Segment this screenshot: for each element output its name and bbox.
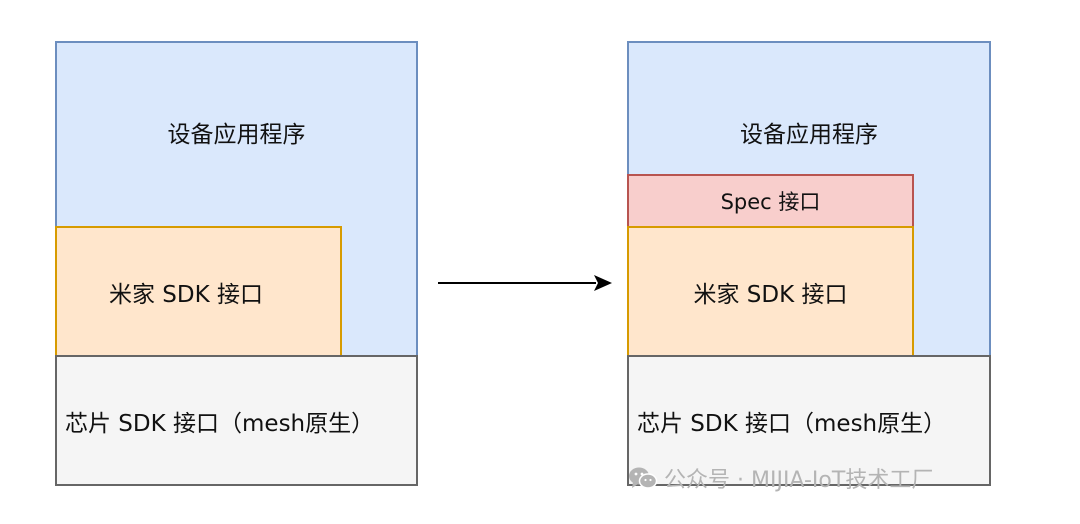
transition-arrow	[438, 275, 612, 291]
right-chip-sdk-block: 芯片 SDK 接口（mesh原生）	[627, 355, 991, 486]
right-mijia-sdk-block: 米家 SDK 接口	[627, 226, 914, 357]
right-spec-interface-label: Spec 接口	[720, 190, 821, 214]
arrow-head	[594, 275, 612, 291]
right-chip-sdk-label: 芯片 SDK 接口（mesh原生）	[637, 410, 947, 437]
right-device-app-label: 设备应用程序	[740, 122, 878, 148]
watermark: 公众号 · MIJIA-IoT技术工厂	[628, 462, 933, 494]
right-spec-interface-block: Spec 接口	[627, 174, 914, 228]
left-mijia-sdk-label: 米家 SDK 接口	[109, 281, 264, 308]
left-chip-sdk-label: 芯片 SDK 接口（mesh原生）	[65, 410, 375, 437]
wechat-icon	[629, 467, 658, 489]
left-device-app-label: 设备应用程序	[167, 122, 306, 148]
left-mijia-sdk-block: 米家 SDK 接口	[55, 226, 342, 357]
watermark-text: 公众号 · MIJIA-IoT技术工厂	[664, 468, 934, 493]
right-mijia-sdk-label: 米家 SDK 接口	[693, 281, 848, 308]
left-chip-sdk-block: 芯片 SDK 接口（mesh原生）	[55, 355, 418, 486]
